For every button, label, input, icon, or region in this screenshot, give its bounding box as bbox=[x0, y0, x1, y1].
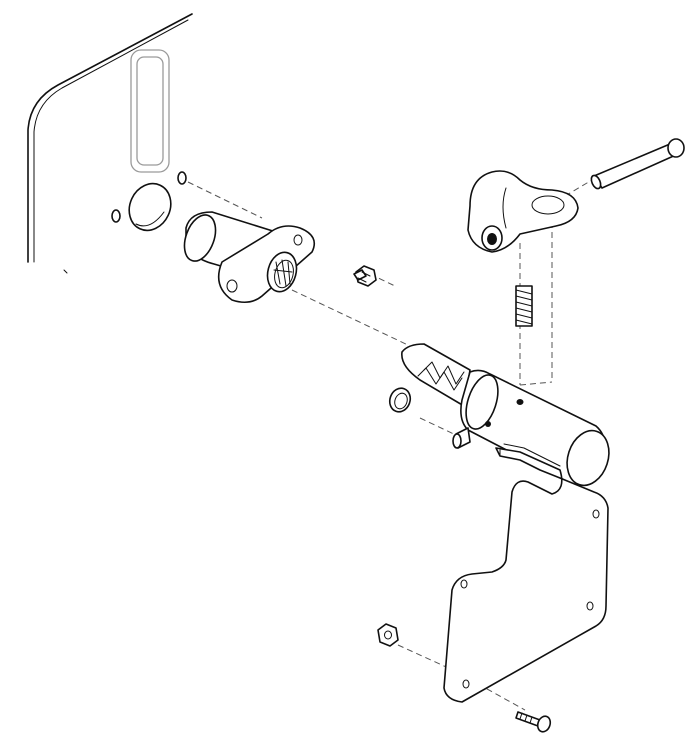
bracket bbox=[443, 443, 609, 703]
alignment-lines bbox=[187, 179, 593, 711]
pin bbox=[590, 138, 685, 190]
retaining-ring bbox=[388, 387, 412, 413]
sleeve bbox=[183, 211, 316, 304]
dowel bbox=[452, 427, 471, 449]
bolt bbox=[353, 265, 377, 287]
plug bbox=[128, 182, 172, 232]
sleeve-flange-hole bbox=[226, 279, 238, 293]
panel-hole-right bbox=[177, 171, 187, 185]
panel bbox=[27, 13, 193, 274]
screw bbox=[515, 711, 552, 733]
nut bbox=[377, 623, 399, 647]
panel-hole-left bbox=[111, 209, 121, 223]
shaft bbox=[401, 343, 610, 487]
handle bbox=[467, 170, 579, 253]
spring bbox=[515, 285, 533, 327]
panel-opening bbox=[130, 49, 170, 173]
